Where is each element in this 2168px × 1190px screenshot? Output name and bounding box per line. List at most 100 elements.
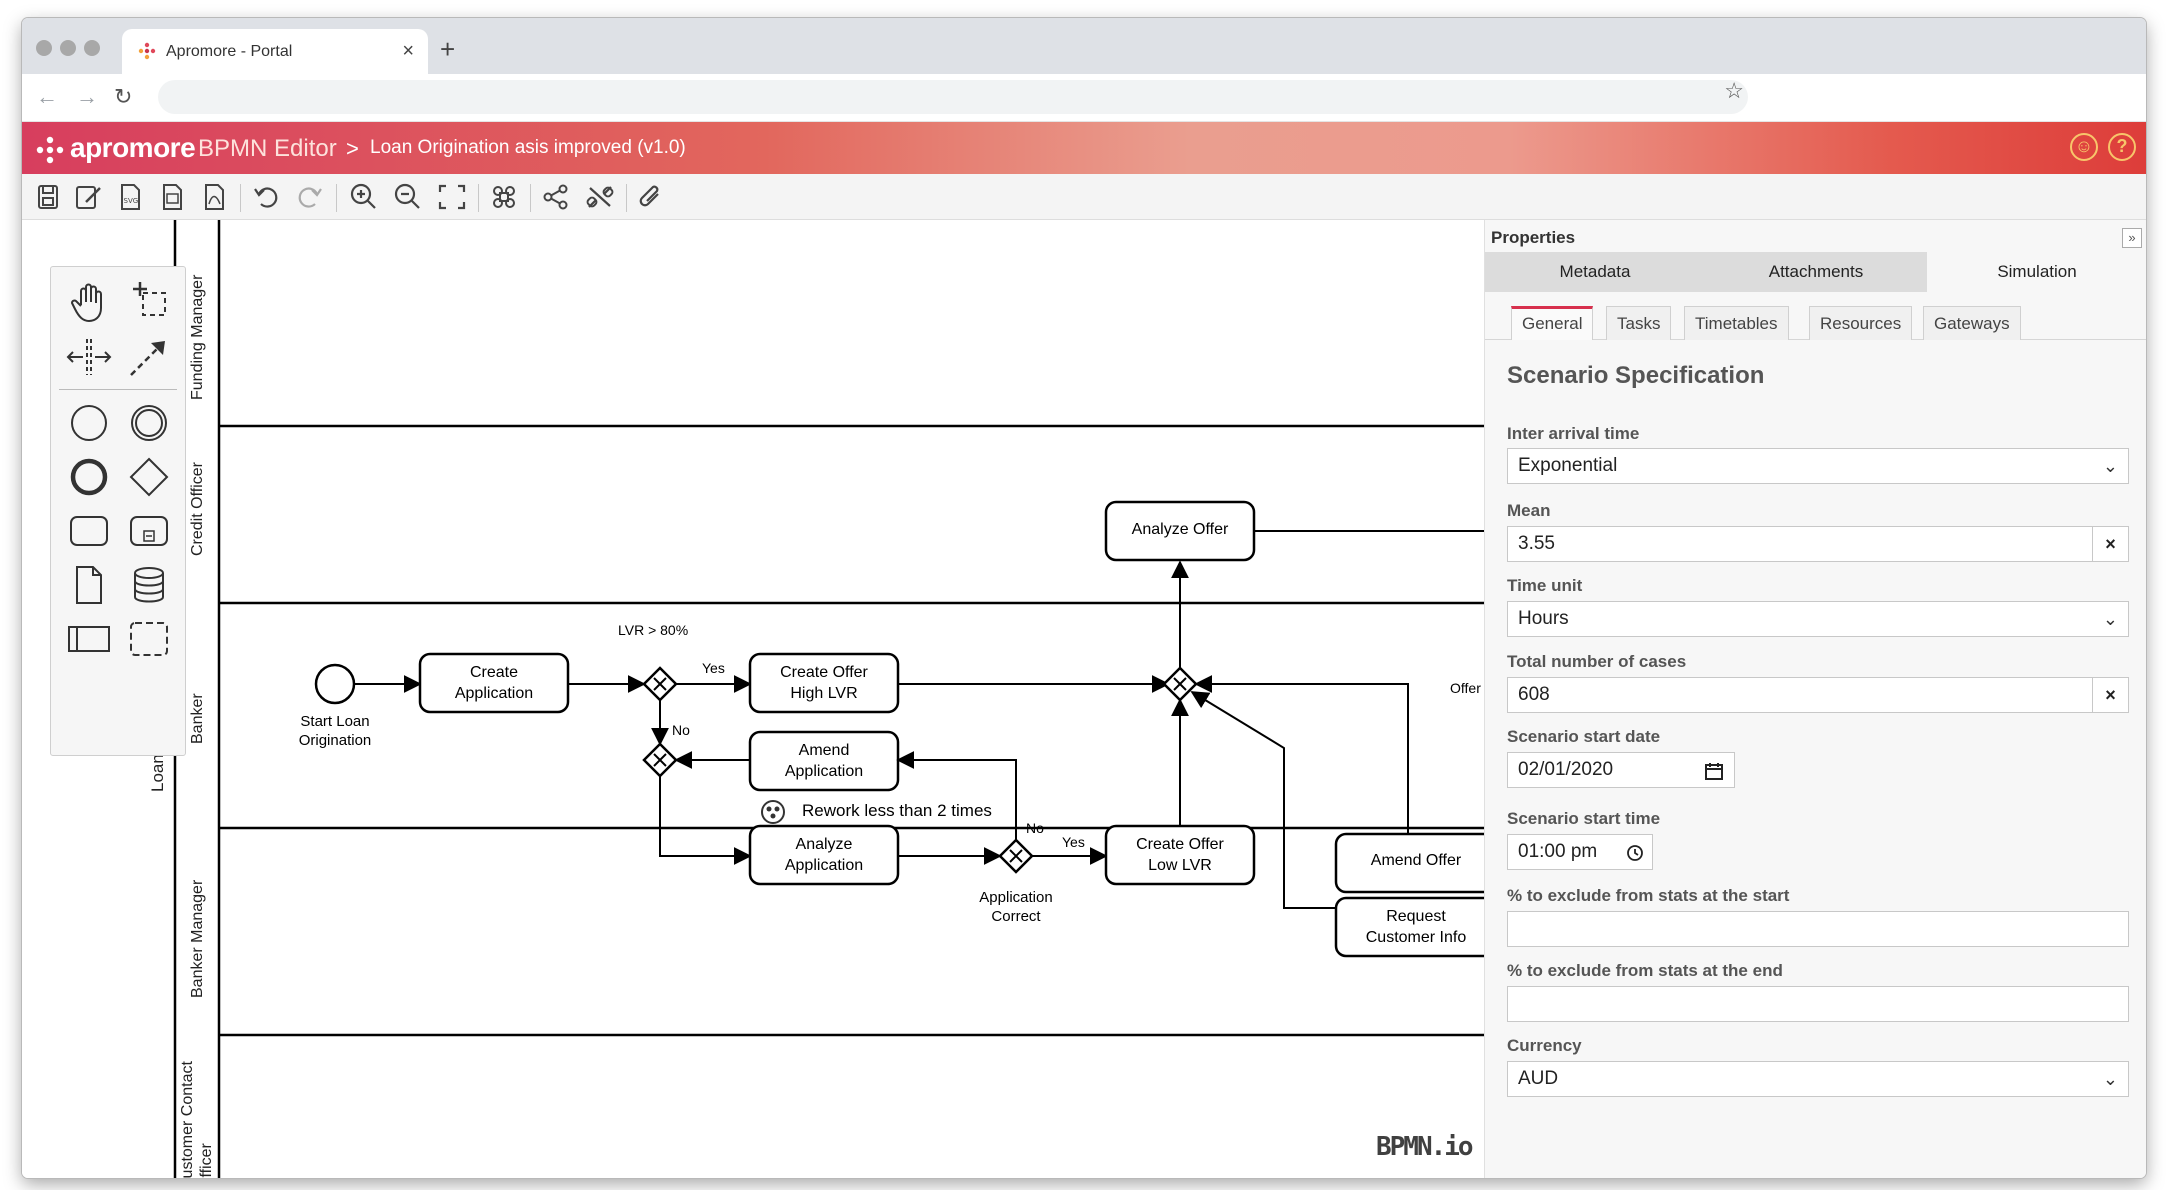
clock-icon[interactable] [1626,844,1644,862]
gateway-icon[interactable] [121,451,177,503]
start-event-label: Start LoanOrigination [285,712,385,750]
start-event-icon[interactable] [61,397,117,449]
forward-icon[interactable]: → [76,84,98,110]
start-time-input[interactable]: 01:00 pm [1507,834,1653,870]
subtab-gateways[interactable]: Gateways [1923,306,2021,340]
save-icon[interactable] [32,182,64,212]
inter-arrival-label: Inter arrival time [1507,424,1639,444]
apromore-favicon-icon [138,42,156,60]
rework-condition-label: Rework less than 2 times [802,801,992,821]
intermediate-event-icon[interactable] [121,397,177,449]
tab-metadata[interactable]: Metadata [1485,252,1705,292]
properties-main-tabs: Metadata Attachments Simulation [1485,252,2146,292]
time-unit-label: Time unit [1507,576,1582,596]
attachment-icon[interactable] [636,182,668,212]
currency-select[interactable]: AUD⌄ [1507,1061,2129,1097]
export-pdf-icon[interactable] [198,182,230,212]
inter-arrival-select[interactable]: Exponential⌄ [1507,448,2129,484]
task-request-customer-info[interactable]: RequestCustomer Info [1336,906,1484,948]
app-logo-text[interactable]: apromore [70,132,195,164]
reload-icon[interactable]: ↻ [114,84,132,110]
bookmark-star-icon[interactable]: ☆ [1724,78,1744,104]
properties-panel: Properties » Metadata Attachments Simula… [1484,220,2146,1178]
breadcrumb-separator: > [346,136,359,162]
undo-icon[interactable] [250,182,282,212]
hand-tool-icon[interactable] [61,275,117,327]
tab-close-icon[interactable]: × [402,40,414,63]
task-icon[interactable] [61,505,117,557]
subtab-tasks[interactable]: Tasks [1606,306,1671,340]
flow-label-yes-correct: Yes [1062,834,1085,850]
time-unit-select[interactable]: Hours⌄ [1507,601,2129,637]
redo-icon[interactable] [294,182,326,212]
help-icon[interactable]: ? [2108,133,2136,161]
tab-simulation[interactable]: Simulation [1927,252,2146,292]
window-minimize-dot[interactable] [60,40,76,56]
start-date-input[interactable]: 02/01/2020 [1507,752,1735,788]
lane-label-customer-contact-officer: Customer ContactOfficer [178,1061,216,1178]
total-cases-label: Total number of cases [1507,652,1686,672]
back-icon[interactable]: ← [36,84,58,110]
chevron-down-icon: ⌄ [2103,602,2118,636]
share-icon[interactable] [540,182,572,212]
collapse-panel-button[interactable]: » [2122,228,2142,248]
window-close-dot[interactable] [36,40,52,56]
subtab-general[interactable]: General [1511,306,1593,340]
svg-text:SVG: SVG [124,197,139,205]
unlink-icon[interactable] [584,182,616,212]
lasso-tool-icon[interactable] [121,275,177,327]
save-as-icon[interactable] [72,182,104,212]
task-analyze-offer[interactable]: Analyze Offer [1106,521,1254,539]
space-tool-icon[interactable] [61,331,117,383]
apromore-logo-icon [36,136,64,164]
clear-mean-icon[interactable]: × [2092,527,2128,561]
gateway-application-correct-label: ApplicationCorrect [966,888,1066,926]
calendar-icon[interactable] [1704,761,1724,781]
flow-label-yes: Yes [702,660,725,676]
export-bpmn-icon[interactable] [156,182,188,212]
group-icon[interactable] [121,613,177,665]
gateway-lvr-label: LVR > 80% [618,622,688,638]
exclude-end-input[interactable] [1507,986,2129,1022]
browser-tab[interactable]: Apromore - Portal × [122,29,428,74]
data-object-icon[interactable] [61,559,117,611]
exclude-start-input[interactable] [1507,911,2129,947]
browser-window: Apromore - Portal × + ← → ↻ ☆ apromore B… [22,18,2146,1178]
tab-attachments[interactable]: Attachments [1705,252,1927,292]
window-zoom-dot[interactable] [84,40,100,56]
zoom-in-icon[interactable] [348,182,380,212]
fit-to-screen-icon[interactable] [436,182,468,212]
global-connect-tool-icon[interactable] [121,331,177,383]
bpmn-io-watermark[interactable]: BPMN.io [1376,1132,1472,1162]
user-account-icon[interactable]: ☺ [2070,133,2098,161]
keyboard-shortcuts-icon[interactable] [488,182,520,212]
data-store-icon[interactable] [121,559,177,611]
url-input[interactable] [158,80,1748,114]
bpmn-canvas[interactable]: Loan Origination Funding Manager Credit … [22,220,1484,1178]
address-bar: ← → ↻ ☆ [22,74,2146,122]
task-create-offer-low-lvr[interactable]: Create OfferLow LVR [1106,834,1254,876]
task-create-application[interactable]: CreateApplication [420,662,568,704]
new-tab-button[interactable]: + [440,34,455,65]
subtab-timetables[interactable]: Timetables [1684,306,1789,340]
scenario-specification-heading: Scenario Specification [1507,362,1764,390]
task-create-offer-high-lvr[interactable]: Create OfferHigh LVR [750,662,898,704]
task-analyze-application[interactable]: AnalyzeApplication [750,834,898,876]
subprocess-icon[interactable] [121,505,177,557]
task-amend-application[interactable]: AmendApplication [750,740,898,782]
chevron-down-icon: ⌄ [2103,1062,2118,1096]
exclude-end-label: % to exclude from stats at the end [1507,961,1783,981]
browser-tab-title: Apromore - Portal [166,43,292,61]
total-cases-input[interactable]: 608× [1507,677,2129,713]
pool-participant-icon[interactable] [61,613,117,665]
mean-label: Mean [1507,501,1550,521]
subtab-resources[interactable]: Resources [1809,306,1912,340]
task-amend-offer[interactable]: Amend Offer [1336,852,1484,870]
end-event-icon[interactable] [61,451,117,503]
mean-input[interactable]: 3.55× [1507,526,2129,562]
lane-label-credit-officer: Credit Officer [189,462,207,556]
export-svg-icon[interactable]: SVG [114,182,146,212]
zoom-out-icon[interactable] [392,182,424,212]
clear-total-cases-icon[interactable]: × [2092,678,2128,712]
start-date-label: Scenario start date [1507,727,1660,747]
